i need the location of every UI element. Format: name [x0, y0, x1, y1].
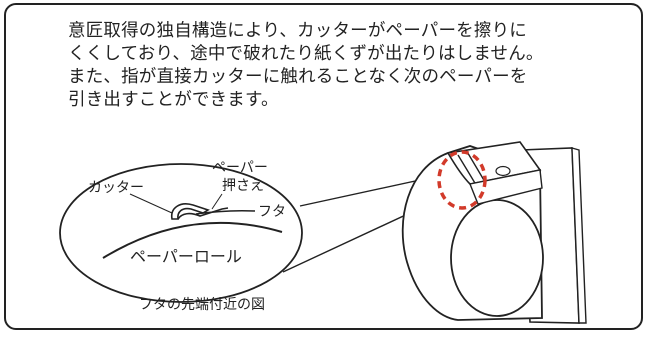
dispenser-back-plate-edge: [571, 147, 587, 324]
dispenser-roll-end: [450, 199, 544, 317]
screw-hole: [495, 165, 511, 177]
lid-label: フタ: [258, 204, 286, 220]
dispenser-lid-lip: [469, 169, 543, 205]
description-line-2: くくしており、途中で破れたり紙くずが出たりはしません。: [68, 44, 544, 64]
cutter-highlight-circle: [437, 150, 487, 210]
leader-paper-press: [211, 193, 223, 210]
description-line-1: 意匠取得の独自構造により、カッターがペーパーを擦りに: [68, 21, 527, 41]
description-line-3: また、指が直接カッターに触れることなく次のペーパーを: [68, 67, 528, 87]
paper-roll-arc: [102, 221, 283, 259]
description-line-4: 引き出すことができます。: [68, 90, 279, 110]
description-text: 意匠取得の独自構造により、カッターがペーパーを擦りに くくしており、途中で破れた…: [68, 20, 628, 112]
paper-press-shape: [177, 207, 229, 220]
paper-press-label-line2: 押さえ: [222, 178, 264, 194]
diagram-caption: フタの先端付近の図: [139, 297, 265, 313]
cutter-label: カッター: [88, 180, 144, 196]
leader-cutter: [129, 193, 173, 214]
detail-callout-ellipse: [59, 163, 303, 303]
paper-roll-label: ペーパーロール: [130, 247, 242, 266]
lid-edge: [195, 209, 256, 215]
paper-press-label-line1: ペーパー: [212, 160, 268, 176]
